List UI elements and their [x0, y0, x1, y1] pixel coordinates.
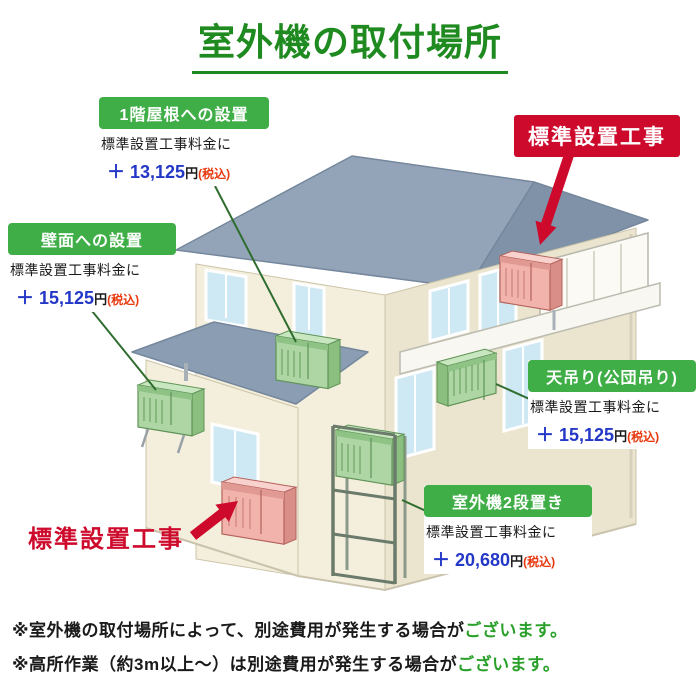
leader-line-wall	[87, 305, 157, 391]
note-1-text: ※室外機の取付場所によって、別途費用が発生する場合が	[12, 621, 465, 640]
unit-top-strip	[222, 482, 284, 500]
callout-two-tier-header: 室外機2段置き	[424, 485, 592, 517]
unit-front	[137, 384, 193, 437]
callout-two-tier: 室外機2段置き 標準設置工事料金に ＋ 20,680円(税込)	[424, 485, 592, 574]
outdoor-unit-wall	[136, 363, 206, 454]
price-amount: ＋ 13,125	[107, 162, 186, 182]
unit-slats	[341, 443, 361, 474]
note-2-text: ※高所作業（約3m以上〜）は別途費用が発生する場合が	[12, 655, 458, 674]
callout-ceiling-hung-price: ＋ 15,125円(税込)	[530, 417, 694, 449]
callout-wall: 壁面への設置 標準設置工事料金に ＋ 15,125円(税込)	[8, 223, 176, 312]
callout-wall-header: 壁面への設置	[8, 223, 176, 255]
price-tax: (税込)	[107, 293, 140, 307]
callout-two-tier-price: ＋ 20,680円(税込)	[426, 542, 590, 574]
callout-roof-1f-body: 標準設置工事料金に ＋ 13,125円(税込)	[99, 129, 269, 186]
callout-wall-line: 標準設置工事料金に	[10, 262, 141, 278]
callout-ceiling-hung-line: 標準設置工事料金に	[530, 399, 661, 415]
unit-top-strip	[138, 385, 192, 400]
callout-roof-1f-header: 1階屋根への設置	[99, 97, 269, 129]
page-title-text: 室外機の取付場所	[192, 12, 508, 74]
unit-slats	[281, 349, 301, 378]
price-tax: (税込)	[627, 430, 660, 444]
unit-top-strip	[448, 353, 496, 372]
unit-brackets	[140, 428, 186, 454]
note-2-text-green: ございます。	[457, 655, 561, 674]
red-arrow-bottom	[189, 501, 238, 540]
rack-rails	[332, 424, 396, 585]
callout-ceiling-hung-body: 標準設置工事料金に ＋ 15,125円(税込)	[528, 392, 696, 449]
callout-ceiling-hung: 天吊り(公団吊り) 標準設置工事料金に ＋ 15,125円(税込)	[528, 360, 696, 449]
red-arrow-top	[535, 150, 575, 245]
callout-roof-1f: 1階屋根への設置 標準設置工事料金に ＋ 13,125円(税込)	[99, 97, 269, 186]
unit-side	[283, 486, 297, 545]
unit-slats	[505, 268, 525, 299]
windows-2f	[204, 263, 518, 343]
page-title: 室外機の取付場所	[0, 12, 700, 74]
floor-slab-band	[399, 282, 661, 375]
price-unit: 円	[94, 292, 108, 307]
rack-front-posts	[331, 426, 397, 584]
outdoor-unit-roof	[274, 330, 342, 390]
unit-top-strip	[336, 430, 392, 446]
price-amount: ＋ 15,125	[536, 425, 615, 445]
callout-two-tier-line: 標準設置工事料金に	[426, 524, 557, 540]
price-amount: ＋ 15,125	[16, 288, 95, 308]
callout-wall-price: ＋ 15,125円(税込)	[10, 280, 174, 312]
unit-top-strip	[500, 256, 550, 271]
callout-ceiling-hung-header: 天吊り(公団吊り)	[528, 360, 696, 392]
unit-side	[436, 361, 449, 407]
note-1-text-green: ございます。	[464, 621, 568, 640]
callout-roof-1f-price: ＋ 13,125円(税込)	[101, 154, 267, 186]
standard-install-badge-top: 標準設置工事	[514, 115, 680, 157]
leader-line-roof1f	[214, 185, 297, 343]
price-unit: 円	[185, 166, 199, 181]
callout-wall-body: 標準設置工事料金に ＋ 15,125円(税込)	[8, 255, 176, 312]
price-amount: ＋ 20,680	[432, 550, 511, 570]
price-tax: (税込)	[523, 555, 556, 569]
price-unit: 円	[510, 554, 524, 569]
outdoor-unit-balcony	[498, 250, 564, 330]
note-2: ※高所作業（約3m以上〜）は別途費用が発生する場合がございます。	[12, 650, 692, 675]
unit-side	[549, 258, 563, 312]
unit-slats	[453, 364, 479, 396]
callout-roof-1f-line: 標準設置工事料金に	[101, 136, 232, 152]
unit-slats	[143, 397, 163, 424]
note-1: ※室外機の取付場所によって、別途費用が発生する場合がございます。	[12, 616, 692, 641]
price-tax: (税込)	[198, 167, 231, 181]
unit-side	[327, 338, 341, 390]
callout-two-tier-body: 標準設置工事料金に ＋ 20,680円(税込)	[424, 517, 592, 574]
price-unit: 円	[614, 429, 628, 444]
standard-install-label-bottom: 標準設置工事	[28, 526, 184, 553]
balcony-rails	[566, 244, 622, 316]
outdoor-unit-ceiling-hung	[435, 348, 498, 407]
unit-side	[191, 388, 205, 437]
unit-front	[335, 429, 393, 486]
outdoor-unit-two-tier	[331, 424, 407, 585]
footnotes: ※室外機の取付場所によって、別途費用が発生する場合がございます。 ※高所作業（約…	[12, 616, 692, 684]
unit-top-strip	[276, 336, 328, 351]
